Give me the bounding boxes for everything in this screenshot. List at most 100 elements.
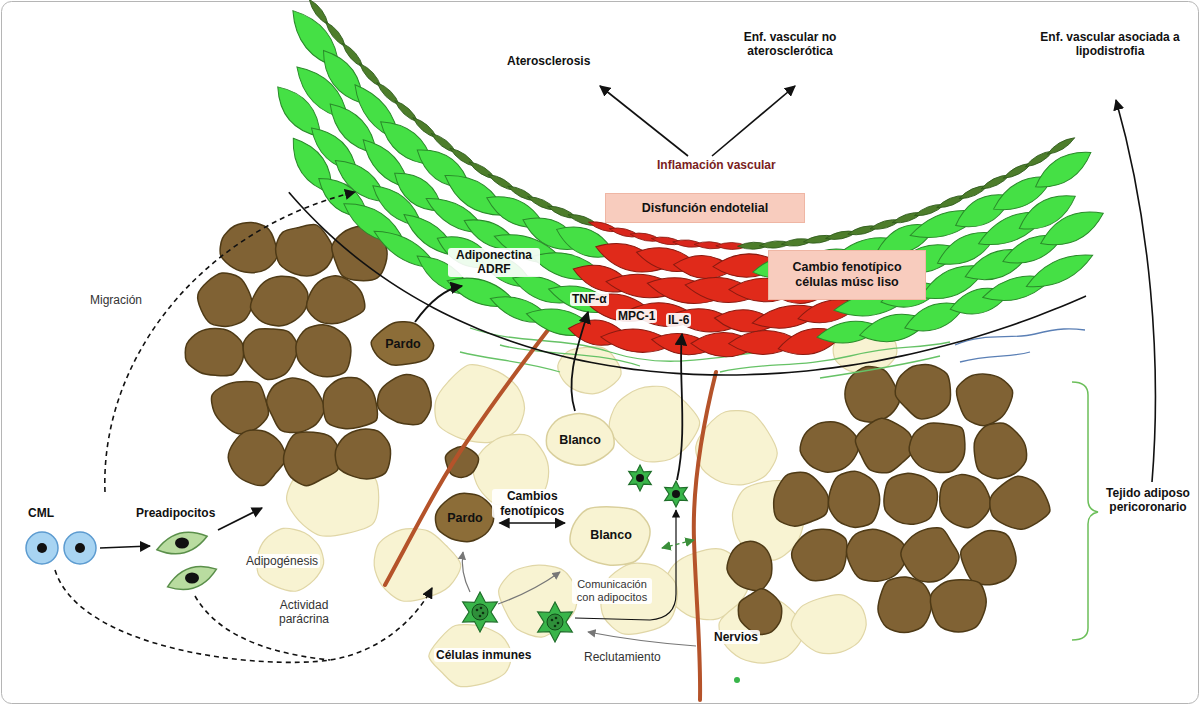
brown-adipocyte bbox=[931, 580, 987, 632]
endothelium bbox=[306, 0, 1076, 250]
annotation-label: Migración bbox=[88, 293, 144, 307]
brown-adipocyte: Pardo bbox=[368, 318, 437, 370]
fibre-line bbox=[460, 352, 560, 372]
brown-adipocyte bbox=[284, 432, 341, 486]
smooth-muscle-cell bbox=[1029, 142, 1097, 196]
flow-arrow bbox=[218, 508, 262, 530]
white-adipocytes bbox=[257, 327, 897, 687]
brown-adipocyte bbox=[974, 423, 1026, 479]
cell-nucleus bbox=[636, 474, 644, 482]
edge-label: Cambios fenotípicos bbox=[492, 489, 572, 518]
cell-nucleus bbox=[472, 604, 488, 620]
cell-nucleus bbox=[75, 543, 85, 553]
granule bbox=[557, 622, 560, 625]
annotation-label: Enf. vascular asociada a lipodistrofia bbox=[1035, 30, 1185, 59]
nerves bbox=[385, 330, 716, 700]
granule bbox=[482, 612, 485, 615]
brown-adipocyte bbox=[846, 529, 905, 581]
brown-adipocyte bbox=[940, 475, 991, 528]
annotation-label: IL-6 bbox=[666, 313, 691, 327]
brown-adipocyte: Pardo bbox=[430, 490, 499, 546]
node-text: Blanco bbox=[590, 528, 632, 543]
preadipocyte-cell bbox=[164, 560, 220, 597]
brown-adipocyte bbox=[961, 531, 1016, 585]
flow-arrow bbox=[498, 572, 560, 604]
cell-body bbox=[546, 414, 614, 466]
cell-nucleus bbox=[185, 573, 199, 584]
flow-arrow bbox=[571, 312, 588, 411]
immune-cell bbox=[629, 465, 652, 491]
nerve-fibre bbox=[694, 372, 716, 700]
annotation-label: Inflamación vascular bbox=[655, 158, 778, 172]
annotation-label: Adiponectina ADRF bbox=[448, 248, 540, 277]
node-text: Pardo bbox=[385, 337, 420, 352]
flow-arrow bbox=[55, 570, 432, 662]
granule bbox=[555, 617, 558, 620]
brown-adipocyte bbox=[296, 325, 351, 377]
preadipocytes bbox=[154, 527, 220, 597]
annotation-label: TNF-α bbox=[570, 292, 609, 306]
annotation-label: Nervios bbox=[712, 630, 760, 644]
brown-adipocyte bbox=[884, 473, 937, 524]
white-adipocyte bbox=[609, 386, 699, 462]
smooth-muscle-cells bbox=[268, 3, 1109, 361]
brown-adipocyte bbox=[829, 471, 880, 527]
brown-adipocyte bbox=[276, 225, 334, 276]
brown-adipocyte bbox=[895, 365, 950, 419]
annotation-label: Actividad parácrina bbox=[262, 598, 346, 627]
immune-cell bbox=[665, 481, 688, 507]
node-text: Blanco bbox=[559, 433, 601, 448]
granule bbox=[480, 607, 483, 610]
callout-box: Cambio fenotípico células músc liso bbox=[768, 250, 926, 300]
flow-arrow bbox=[712, 86, 795, 156]
granule bbox=[476, 609, 479, 612]
callout-box: Disfunción endotelial bbox=[605, 193, 805, 223]
brown-adipocyte bbox=[792, 529, 847, 580]
granule bbox=[551, 619, 554, 622]
immune-cells bbox=[463, 592, 573, 642]
brown-adipocyte bbox=[878, 577, 931, 633]
annotation-label: Preadipocitos bbox=[134, 506, 217, 520]
brown-adipocyte bbox=[185, 329, 243, 376]
brown-adipocyte bbox=[323, 377, 377, 428]
cml-cells bbox=[26, 532, 96, 564]
brown-adipocyte bbox=[377, 375, 431, 425]
flow-arrow bbox=[662, 540, 694, 548]
granule bbox=[554, 625, 557, 628]
brown-adipocyte bbox=[211, 382, 268, 434]
brown-adipocyte bbox=[727, 541, 772, 590]
brown-adipocyte bbox=[956, 374, 1012, 425]
arrows bbox=[55, 86, 1155, 662]
annotation-label: Enf. vascular no aterosclerótica bbox=[728, 30, 852, 59]
brown-adipocyte bbox=[909, 423, 965, 472]
cell-nucleus bbox=[37, 543, 47, 553]
flow-arrow bbox=[415, 286, 462, 322]
flow-arrow bbox=[600, 86, 688, 156]
flow-arrow bbox=[588, 632, 696, 646]
annotation-label: CML bbox=[26, 506, 56, 520]
flow-arrow bbox=[105, 192, 355, 492]
annotation-label: MPC-1 bbox=[616, 309, 657, 323]
brown-adipocyte bbox=[307, 276, 365, 324]
cell-body bbox=[436, 493, 494, 541]
brown-adipocyte bbox=[198, 273, 252, 326]
annotation-label: Comunicación con adipocitos bbox=[572, 578, 652, 604]
brown-adipocyte bbox=[990, 476, 1050, 529]
region-bracket bbox=[1072, 382, 1098, 640]
brown-adipocyte bbox=[228, 430, 286, 485]
smooth-muscle-cell bbox=[1022, 246, 1097, 296]
adventitia-fibres bbox=[460, 328, 1085, 378]
cell-nucleus bbox=[175, 538, 189, 549]
green-dot bbox=[734, 677, 740, 683]
preadipocyte-cell bbox=[154, 527, 209, 560]
brown-adipocyte bbox=[243, 329, 298, 380]
brown-adipocyte bbox=[250, 276, 307, 326]
granule bbox=[479, 615, 482, 618]
flow-arrow bbox=[677, 334, 682, 480]
brown-adipocyte bbox=[901, 528, 959, 582]
node-text: Cambio fenotípico células músc liso bbox=[777, 260, 917, 290]
brown-adipocyte bbox=[267, 378, 325, 432]
flow-arrow bbox=[100, 546, 150, 548]
immune-cell bbox=[463, 592, 498, 632]
white-adipocyte bbox=[374, 529, 461, 602]
